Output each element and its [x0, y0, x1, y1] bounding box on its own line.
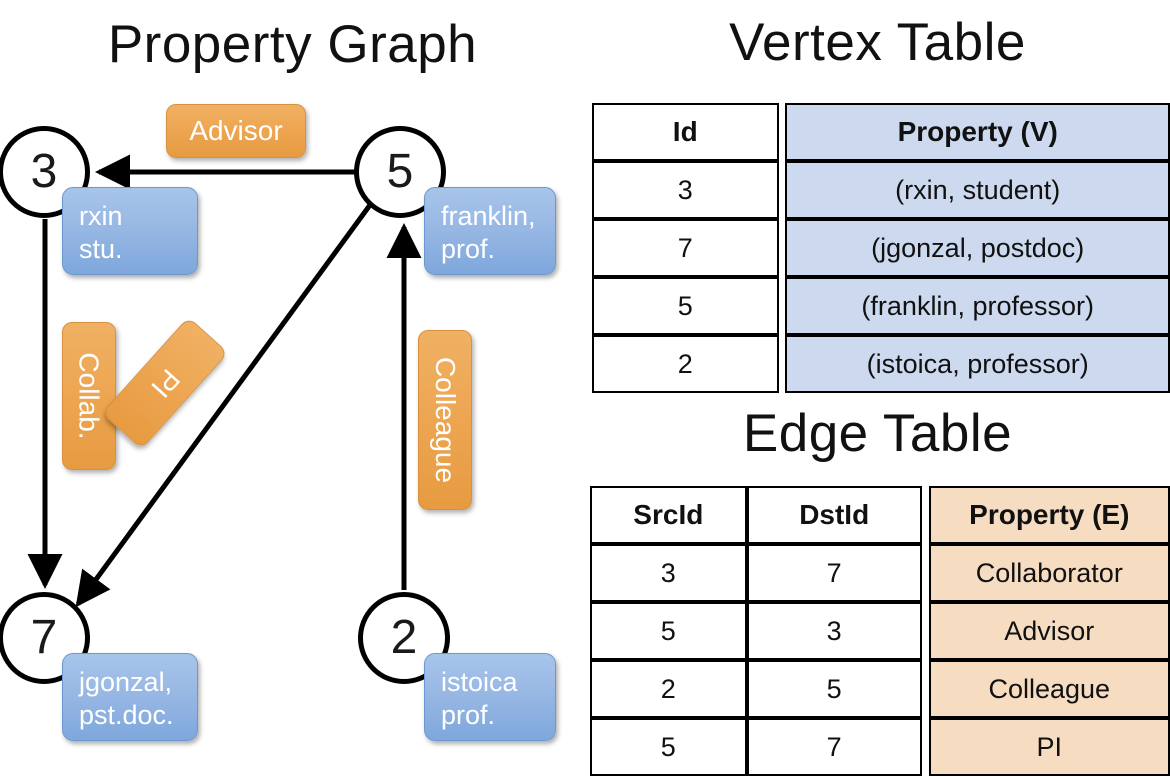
graph-node-2[interactable]: 2 [358, 592, 450, 684]
edge-label-colleague: Colleague [418, 330, 472, 510]
vertex-callout-rxin-line1: rxin [79, 201, 123, 231]
edge-row-3-property: PI [928, 718, 1170, 776]
edge-table-column-gap [922, 486, 929, 544]
vertex-table-column-gap [779, 277, 786, 335]
vertex-callout-jgonzal: jgonzal, pst.doc. [62, 653, 198, 741]
edge-arrow-pi [75, 203, 373, 608]
vertex-table-header-row: Id Property (V) [592, 103, 1170, 161]
edge-row-1-dst: 3 [746, 602, 922, 660]
edge-label-pi-text: PI [144, 363, 186, 404]
table-row: 5 3 Advisor [590, 602, 1170, 660]
table-row: 3 (rxin, student) [592, 161, 1170, 219]
vertex-row-0-id: 3 [592, 161, 779, 219]
edge-table: SrcId DstId Property (E) 3 7 Collaborato… [590, 486, 1170, 776]
vertex-callout-jgonzal-line2: pst.doc. [79, 700, 174, 730]
edge-row-1-property: Advisor [928, 602, 1170, 660]
vertex-table: Id Property (V) 3 (rxin, student) 7 (jgo… [592, 103, 1170, 393]
edge-table-header-row: SrcId DstId Property (E) [590, 486, 1170, 544]
graph-node-2-label: 2 [390, 611, 418, 664]
graph-edges-layer [27, 154, 422, 608]
vertex-callout-rxin: rxin stu. [62, 187, 198, 275]
vertex-callout-istoica-line1: istoica [441, 667, 518, 697]
page-title-property-graph: Property Graph [107, 15, 478, 74]
graph-node-7-label: 7 [30, 611, 58, 664]
edge-row-3-dst: 7 [746, 718, 922, 776]
vertex-table-column-gap [779, 219, 786, 277]
table-row: 2 (istoica, professor) [592, 335, 1170, 393]
edge-table-column-gap [922, 544, 929, 602]
vertex-table-header-property: Property (V) [785, 103, 1170, 161]
vertex-table-column-gap [779, 161, 786, 219]
edge-table-header-dstid: DstId [746, 486, 922, 544]
edge-table-column-gap [922, 660, 929, 718]
vertex-row-2-property: (franklin, professor) [785, 277, 1170, 335]
edge-row-0-property: Collaborator [928, 544, 1170, 602]
edge-table-column-gap [922, 718, 929, 776]
edge-table-column-gap [922, 602, 929, 660]
edge-table-header-srcid: SrcId [590, 486, 747, 544]
table-row: 7 (jgonzal, postdoc) [592, 219, 1170, 277]
edge-row-2-dst: 5 [746, 660, 922, 718]
edge-label-collab-text: Collab. [74, 352, 106, 440]
slide-canvas: Property Graph Vertex Table Edge Table 3… [0, 13, 1170, 776]
vertex-callout-jgonzal-line1: jgonzal, [79, 667, 173, 697]
edge-row-3-src: 5 [590, 718, 747, 776]
graph-node-3-label: 3 [30, 145, 58, 198]
table-row: 3 7 Collaborator [590, 544, 1170, 602]
vertex-row-1-property: (jgonzal, postdoc) [785, 219, 1170, 277]
vertex-callout-franklin-line2: prof. [441, 234, 496, 264]
vertex-row-3-id: 2 [592, 335, 779, 393]
edge-label-advisor: Advisor [166, 104, 306, 158]
vertex-row-1-id: 7 [592, 219, 779, 277]
vertex-row-0-property: (rxin, student) [785, 161, 1170, 219]
vertex-callout-franklin: franklin, prof. [424, 187, 556, 275]
edge-label-colleague-text: Colleague [430, 356, 462, 484]
edge-row-2-property: Colleague [928, 660, 1170, 718]
edge-row-1-src: 5 [590, 602, 747, 660]
vertex-row-3-property: (istoica, professor) [785, 335, 1170, 393]
vertex-table-column-gap [779, 335, 786, 393]
edge-table-header-property: Property (E) [928, 486, 1170, 544]
edge-label-advisor-text: Advisor [189, 115, 283, 146]
page-title-vertex-table: Vertex Table [729, 13, 1026, 72]
vertex-table-header-id: Id [592, 103, 779, 161]
vertex-callout-istoica: istoica prof. [424, 653, 556, 741]
edge-row-0-src: 3 [590, 544, 747, 602]
edge-label-collab: Collab. [62, 322, 116, 470]
edge-row-0-dst: 7 [746, 544, 922, 602]
page-title-edge-table: Edge Table [742, 404, 1013, 463]
table-row: 5 (franklin, professor) [592, 277, 1170, 335]
vertex-callout-rxin-line2: stu. [79, 234, 123, 264]
vertex-callout-franklin-line1: franklin, [441, 201, 536, 231]
vertex-table-column-gap [779, 103, 786, 161]
vertex-callout-istoica-line2: prof. [441, 700, 496, 730]
table-row: 2 5 Colleague [590, 660, 1170, 718]
graph-node-5-label: 5 [386, 145, 414, 198]
vertex-row-2-id: 5 [592, 277, 779, 335]
edge-row-2-src: 2 [590, 660, 747, 718]
table-row: 5 7 PI [590, 718, 1170, 776]
graph-node-5[interactable]: 5 [354, 126, 446, 218]
